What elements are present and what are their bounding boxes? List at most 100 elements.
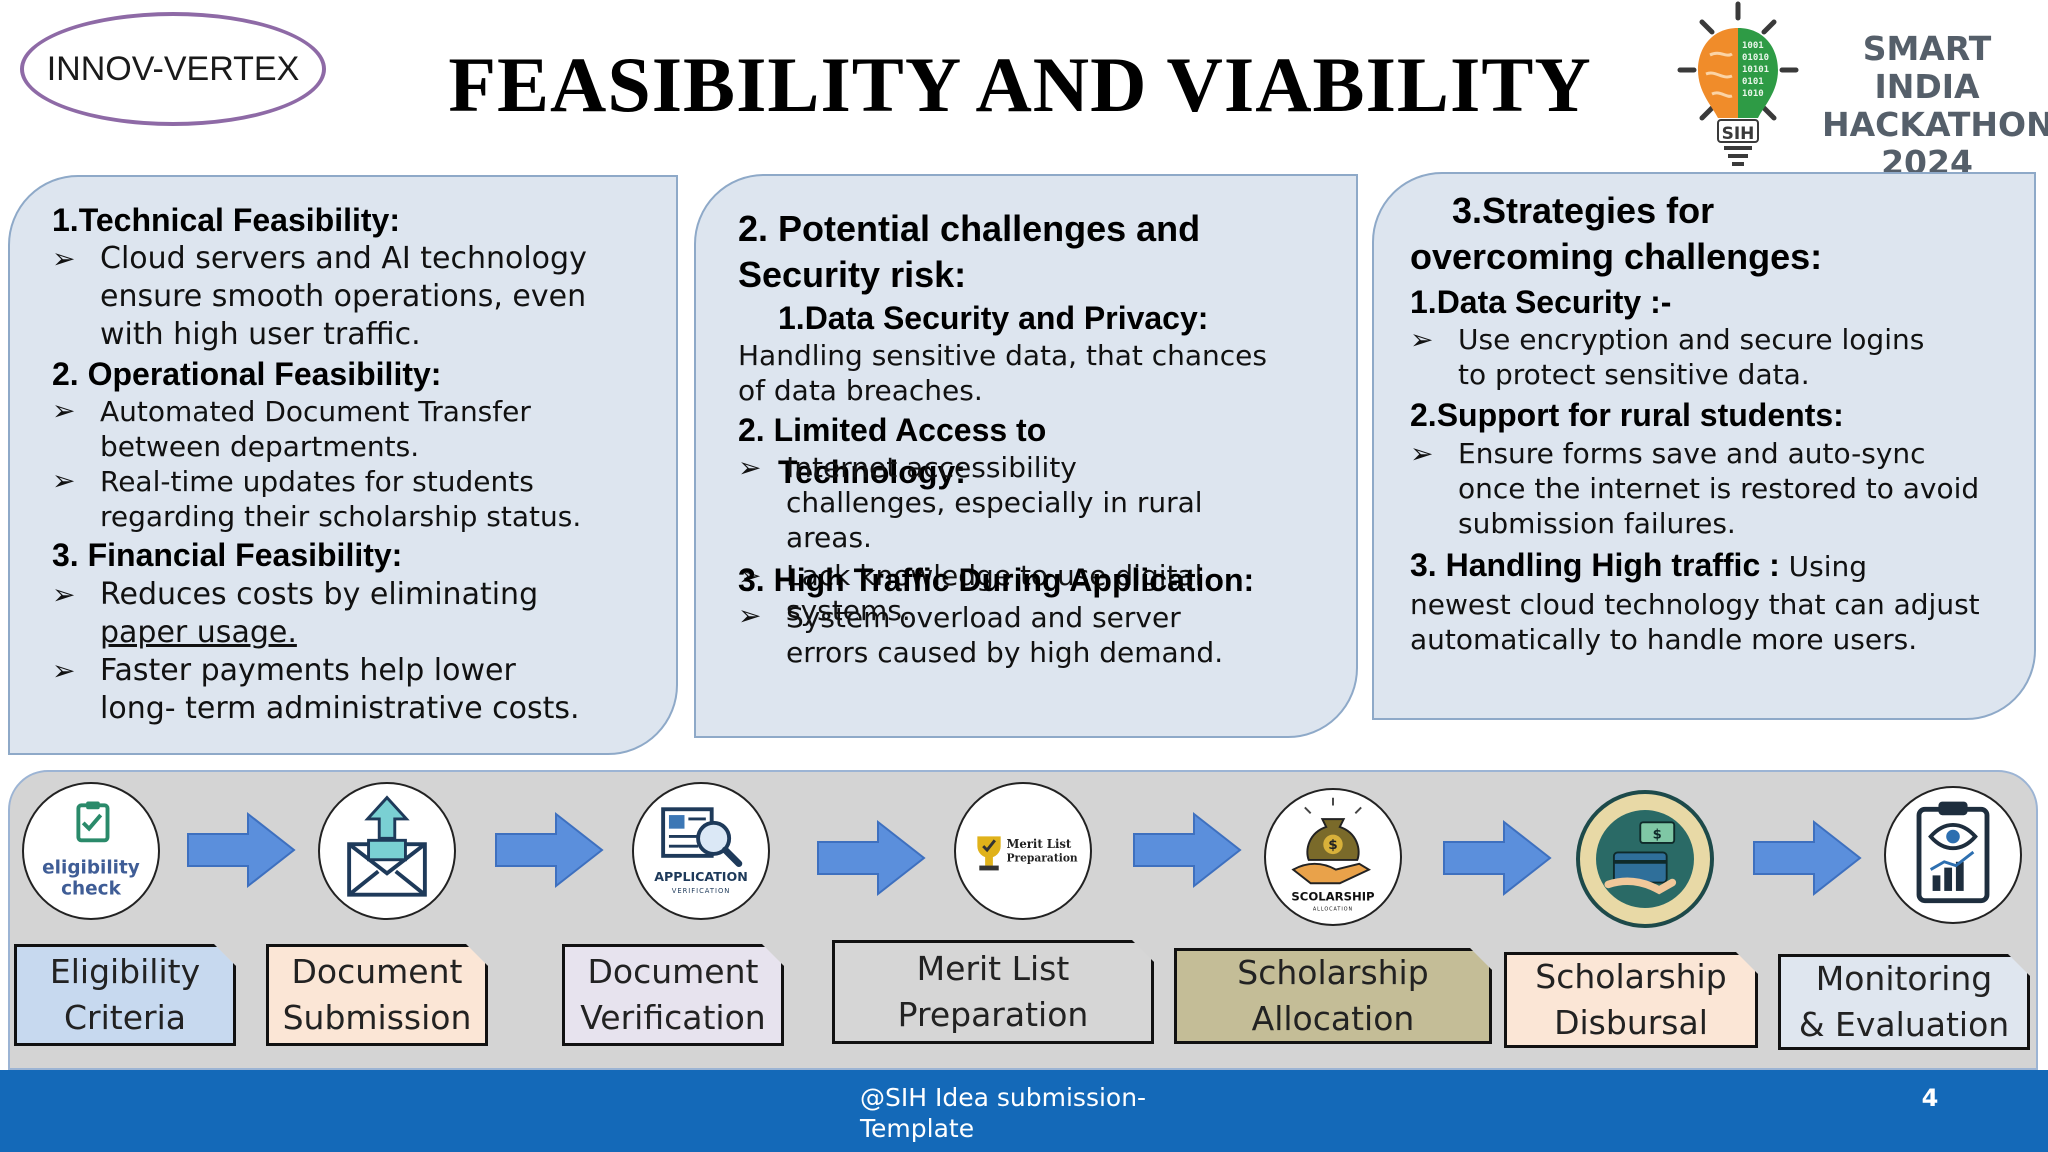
bullet-text: Faster payments help lower	[100, 653, 516, 688]
icon-caption: check	[61, 879, 121, 900]
application-verification-icon: APPLICATION VERIFICATION	[632, 782, 770, 920]
data-security-heading: 1.Data Security and Privacy:	[778, 300, 1209, 336]
arrow-bullet-icon: ➢	[52, 394, 76, 427]
bullet-text: ensure smooth operations, even	[100, 279, 587, 314]
internet-access-text: Internet accessibility challenges, espec…	[786, 450, 1203, 555]
data-security-text: Handling sensitive data, that chances of…	[738, 338, 1267, 408]
footer-text: @SIH Idea submission- Template	[860, 1082, 1200, 1144]
paragraph-line: automatically to handle more users.	[1410, 623, 1918, 656]
flow-arrow	[817, 819, 926, 897]
arrow-bullet-icon: ➢	[52, 464, 76, 497]
bullet-text: Real-time updates for students	[100, 465, 534, 498]
panel-3-content: 1.Data Security :- ➢ Use encryption and …	[1410, 282, 2020, 657]
step-label-line: Submission	[282, 998, 472, 1037]
high-traffic-strategy-heading: 3. Handling High traffic	[1410, 547, 1761, 583]
operational-feasibility-heading: 2. Operational Feasibility:	[52, 356, 442, 392]
icon-caption: APPLICATION	[654, 869, 748, 884]
system-overload-text: System overload and server errors caused…	[786, 600, 1223, 670]
step-label-line: Criteria	[64, 998, 186, 1037]
bullet-text: paper usage.	[100, 615, 297, 650]
arrow-bullet-icon: ➢	[1410, 323, 1434, 356]
list-item: ➢ Cloud servers and AI technology ensure…	[52, 240, 662, 354]
icon-caption: Preparation	[1006, 852, 1077, 865]
paragraph-line: errors caused by high demand.	[786, 636, 1224, 669]
icon-caption: ALLOCATION	[1313, 906, 1353, 912]
eligibility-check-icon: eligibility check	[22, 782, 160, 920]
card-payment-icon: $	[1576, 790, 1714, 928]
challenges-title-line: 2. Potential challenges and	[738, 208, 1201, 249]
svg-text:$: $	[1653, 827, 1662, 842]
paragraph-line: Internet accessibility	[786, 451, 1077, 484]
bullet-text: once the internet is restored to avoid	[1458, 472, 1980, 505]
team-name: INNOV-VERTEX	[46, 49, 300, 88]
clipboard-eye-icon	[1884, 786, 2022, 924]
list-item: ➢ Real-time updates for students regardi…	[52, 464, 662, 534]
step-label-line: Merit List	[916, 949, 1070, 988]
technical-feasibility-heading: 1.Technical Feasibility:	[52, 202, 400, 238]
list-item: ➢ Faster payments help lower long- term …	[52, 652, 662, 728]
svg-text:1001: 1001	[1742, 41, 1764, 51]
step-label-line: Eligibility	[49, 952, 201, 991]
sih-logo-line1: SMART INDIA	[1862, 29, 1992, 106]
step-label-line: & Evaluation	[1798, 1005, 2010, 1044]
page-title: FEASIBILITY AND VIABILITY	[448, 41, 1592, 128]
footer-bar	[0, 1070, 2048, 1152]
arrow-bullet-icon: ➢	[738, 559, 762, 592]
paragraph-line: of data breaches.	[738, 374, 983, 407]
paragraph-line: System overload and server	[786, 601, 1181, 634]
arrow-bullet-icon: ➢	[52, 654, 76, 687]
data-security-strategy-heading: 1.Data Security :-	[1410, 284, 1672, 320]
svg-text:0101: 0101	[1742, 77, 1764, 87]
bullet-text: Reduces costs by eliminating	[100, 577, 539, 612]
trophy-icon: Merit List Preparation	[954, 782, 1092, 920]
strategies-panel	[1372, 172, 2036, 720]
bullet-text: Automated Document Transfer	[100, 395, 531, 428]
bullet-text: submission failures.	[1458, 507, 1736, 540]
bullet-text: with high user traffic.	[100, 317, 421, 352]
page-number: 4	[1921, 1084, 1939, 1112]
bullet-text: to protect sensitive data.	[1458, 358, 1810, 391]
svg-text:$: $	[1328, 837, 1337, 853]
icon-caption: Merit List	[1006, 837, 1071, 851]
icon-caption: VERIFICATION	[672, 887, 731, 895]
high-traffic-heading: 3. High Traffic During Application:	[738, 562, 1255, 598]
step-label-line: Scholarship	[1535, 957, 1727, 996]
step-monitoring-evaluation: Monitoring& Evaluation	[1778, 954, 2030, 1050]
list-item: ➢ Automated Document Transfer between de…	[52, 394, 662, 464]
challenges-title: 2. Potential challenges and Security ris…	[738, 206, 1200, 298]
rural-support-heading: 2.Support for rural students:	[1410, 397, 1844, 433]
arrow-bullet-icon: ➢	[738, 451, 762, 484]
arrow-bullet-icon: ➢	[52, 242, 76, 275]
sih-logo-line2: HACKATHON	[1822, 105, 2048, 144]
paragraph-line: challenges, especially in rural	[786, 486, 1203, 519]
bullet-text: Ensure forms save and auto-sync	[1458, 437, 1926, 470]
flow-arrow	[1443, 819, 1552, 897]
sih-logo: 1001 01010 10101 0101 1010 SIH	[1677, 1, 1799, 166]
bullet-text: regarding their scholarship status.	[100, 500, 582, 533]
digital-knowledge-text: Lack knowledge to use digital systems.	[786, 558, 1202, 628]
heading-colon: :	[1760, 547, 1780, 583]
flow-arrow	[1133, 811, 1242, 889]
paragraph-line: systems.	[786, 594, 911, 627]
arrow-bullet-icon: ➢	[738, 599, 762, 632]
svg-text:1010: 1010	[1742, 89, 1764, 99]
team-name-badge: INNOV-VERTEX	[20, 12, 326, 126]
svg-text:01010: 01010	[1742, 53, 1769, 63]
list-item: ➢ Reduces costs by eliminating paper usa…	[52, 576, 662, 652]
footer-text-line: @SIH Idea submission-	[860, 1083, 1147, 1112]
list-item: ➢ Ensure forms save and auto-sync once t…	[1410, 436, 2020, 541]
step-label-line: Scholarship	[1237, 953, 1429, 992]
strategies-title: 3.Strategies for overcoming challenges:	[1410, 188, 2020, 280]
svg-text:10101: 10101	[1742, 65, 1769, 75]
paragraph-line: newest cloud technology that can adjust	[1410, 588, 1980, 621]
challenges-title-line: Security risk:	[738, 254, 967, 295]
flow-arrow	[495, 811, 604, 889]
flow-arrow	[187, 811, 296, 889]
high-traffic-strategy-text: newest cloud technology that can adjust …	[1410, 587, 2020, 657]
